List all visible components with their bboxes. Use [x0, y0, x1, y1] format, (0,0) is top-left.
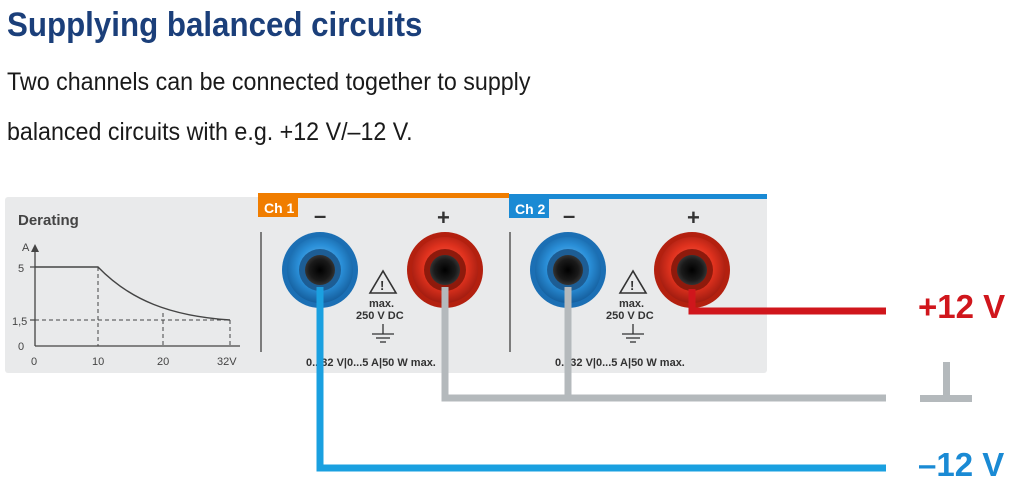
ch1-ground-icon: [372, 324, 394, 343]
output-ground-icon: [920, 362, 972, 402]
ch1-accent-bar: [258, 193, 509, 198]
page-title: Supplying balanced circuits: [7, 6, 423, 44]
ch1-warn-line1: max.: [369, 298, 394, 310]
ch1-minus-label: –: [314, 203, 326, 228]
ch1-label: Ch 1: [264, 200, 295, 216]
ch2-label: Ch 2: [515, 201, 546, 217]
derating-title: Derating: [18, 212, 79, 229]
ch2-section: Ch 2 – + ! max. 250 V DC 0...32 V|0...5 …: [509, 194, 767, 369]
derating-y-tick-5: 5: [18, 263, 24, 275]
derating-graph: Derating A 5 1,5 0 0 10 20 32V: [12, 212, 240, 368]
ch1-plus-label: +: [437, 205, 450, 230]
ch1-section: Ch 1 – + ! max. 250 V DC 0...32 V|0...5 …: [258, 193, 509, 369]
ch1-positive-jack[interactable]: [407, 232, 483, 308]
negative-output-label: –12 V: [918, 446, 1004, 483]
ch2-accent-bar: [509, 194, 767, 199]
ch2-label-tab: [509, 194, 549, 218]
ch1-label-tab: [258, 193, 298, 217]
ch2-spec: 0...32 V|0...5 A|50 W max.: [555, 357, 685, 369]
derating-y-arrow: [31, 244, 39, 252]
description-line-1: Two channels can be connected together t…: [7, 68, 531, 96]
ch2-warning-icon: [618, 269, 648, 294]
ch1-spec: 0...32 V|0...5 A|50 W max.: [306, 357, 436, 369]
ch2-positive-jack[interactable]: [654, 232, 730, 308]
ch2-warn-line2: 250 V DC: [606, 310, 654, 322]
ch1-warn-line2: 250 V DC: [356, 310, 404, 322]
svg-text:!: !: [630, 278, 634, 293]
derating-y-tick-0: 0: [18, 341, 24, 353]
derating-y-tick-1-5: 1,5: [12, 316, 27, 328]
ground-wire: [441, 287, 886, 402]
ch1-negative-jack[interactable]: [282, 232, 358, 308]
derating-x-tick-10: 10: [92, 356, 104, 368]
svg-text:!: !: [380, 278, 384, 293]
derating-curve: [35, 266, 231, 321]
ch1-warning-icon: [368, 269, 398, 294]
ch2-warn-line1: max.: [619, 298, 644, 310]
derating-y-unit: A: [22, 242, 30, 254]
ch2-minus-label: –: [563, 203, 575, 228]
positive-output-label: +12 V: [918, 288, 1005, 325]
derating-x-tick-0: 0: [31, 356, 37, 368]
negative-wire: [316, 287, 886, 472]
ch2-plus-label: +: [687, 205, 700, 230]
description-line-2: balanced circuits with e.g. +12 V/–12 V.: [7, 118, 413, 146]
derating-x-tick-20: 20: [157, 356, 169, 368]
positive-wire: [688, 289, 886, 315]
ch2-ground-icon: [622, 324, 644, 343]
derating-x-tick-32: 32V: [217, 356, 237, 368]
ch2-negative-jack[interactable]: [530, 232, 606, 308]
